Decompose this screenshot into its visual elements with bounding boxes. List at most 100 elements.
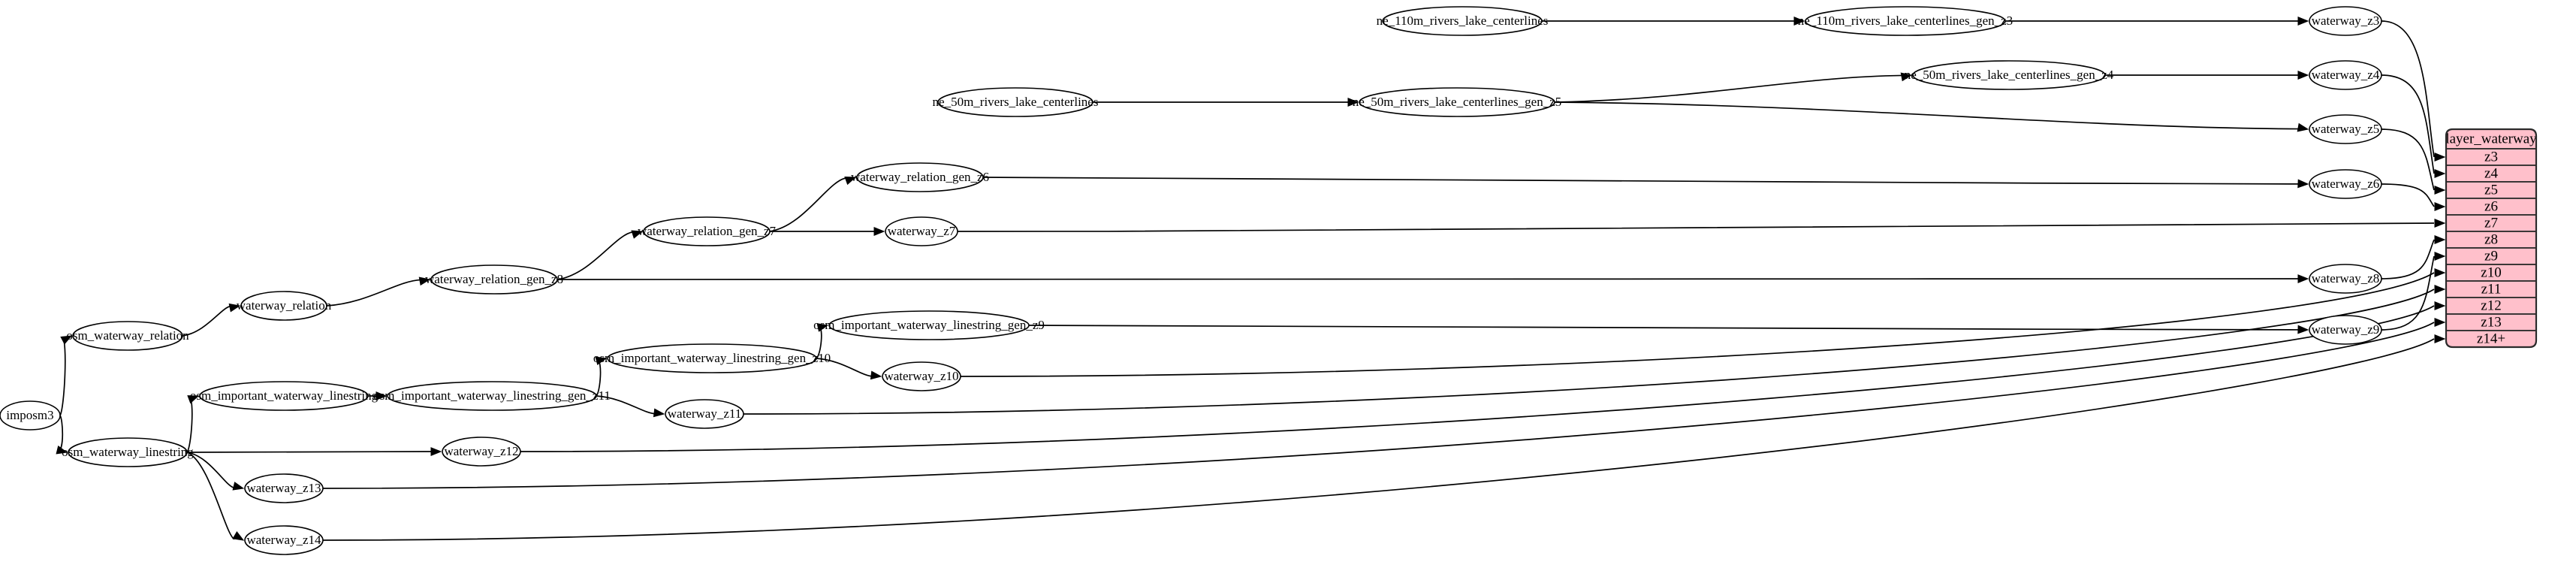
node-osm_waterway_relation[interactable]: osm_waterway_relation xyxy=(66,321,189,351)
node-shape xyxy=(665,399,744,429)
node-shape xyxy=(387,381,597,411)
node-imposm3[interactable]: imposm3 xyxy=(0,400,61,431)
edge-waterway_z6-to-layer_waterway-z6 xyxy=(2381,183,2435,207)
edge-arrowhead xyxy=(232,482,245,491)
edge-arrowhead xyxy=(844,176,857,186)
node-osm_important_waterway_linestring_gen_z11[interactable]: osm_important_waterway_linestring_gen_z1… xyxy=(373,381,611,411)
edge-waterway_z14-to-layer_waterway-z14+ xyxy=(322,338,2435,541)
edge-arrowhead xyxy=(187,395,200,404)
node-waterway_z10[interactable]: waterway_z10 xyxy=(882,361,961,391)
node-osm_important_waterway_linestring_gen_z10[interactable]: osm_important_waterway_linestring_gen_z1… xyxy=(593,343,831,373)
node-shape xyxy=(72,321,183,351)
node-shape xyxy=(607,343,817,373)
node-shape xyxy=(199,381,369,411)
edge-imposm3-to-osm_waterway_relation xyxy=(59,336,66,416)
record-row-z9[interactable] xyxy=(2445,247,2537,265)
record-row-z5[interactable] xyxy=(2445,181,2537,199)
record-header-cell xyxy=(2445,128,2537,150)
edge-ne_50m_rivers_lake_centerlines_gen_z5-to-waterway_z5 xyxy=(1554,101,2300,130)
record-row-z13[interactable] xyxy=(2445,313,2537,331)
node-ne_110m_rivers_lake_centerlines_gen_z3[interactable]: ne_110m_rivers_lake_centerlines_gen_z3 xyxy=(1798,6,2013,36)
record-row-z3[interactable] xyxy=(2445,148,2537,166)
node-osm_important_waterway_linestring_gen_z9[interactable]: osm_important_waterway_linestring_gen_z9 xyxy=(813,310,1045,340)
node-waterway_z14[interactable]: waterway_z14 xyxy=(244,525,324,555)
record-row-z11[interactable] xyxy=(2445,280,2537,298)
record-outline xyxy=(2445,128,2538,349)
edge-arrowhead xyxy=(653,408,665,418)
node-waterway_z12[interactable]: waterway_z12 xyxy=(442,437,521,467)
edge-arrowhead xyxy=(418,276,431,286)
node-waterway_relation_gen_z8[interactable]: waterway_relation_gen_z8 xyxy=(425,264,563,295)
edge-arrowhead xyxy=(1347,98,1359,107)
node-waterway_z7[interactable]: waterway_z7 xyxy=(885,216,958,246)
edge-arrowhead xyxy=(2434,202,2446,211)
node-shape xyxy=(68,437,188,467)
node-osm_important_waterway_linestring[interactable]: osm_important_waterway_linestring xyxy=(190,381,379,411)
node-ne_50m_rivers_lake_centerlines[interactable]: ne_50m_rivers_lake_centerlines xyxy=(933,87,1099,117)
node-waterway_z5[interactable]: waterway_z5 xyxy=(2309,114,2382,144)
node-shape xyxy=(643,216,771,246)
edge-arrowhead xyxy=(631,230,644,239)
edge-waterway_z10-to-layer_waterway-z10 xyxy=(960,272,2435,377)
node-shape xyxy=(244,525,324,555)
edge-arrowhead xyxy=(2434,186,2446,195)
edge-arrowhead xyxy=(430,447,442,457)
node-shape xyxy=(240,291,327,321)
node-waterway_z8[interactable]: waterway_z8 xyxy=(2309,264,2382,294)
edge-osm_waterway_linestring-to-osm_important_waterway_linestring xyxy=(186,396,193,453)
node-waterway_relation_gen_z6[interactable]: waterway_relation_gen_z6 xyxy=(851,162,989,192)
node-shape xyxy=(2309,315,2382,345)
node-shape xyxy=(856,162,984,192)
edge-waterway_relation_gen_z7-to-waterway_relation_gen_z6 xyxy=(769,177,847,232)
edge-arrowhead xyxy=(2434,318,2446,327)
node-waterway_z6[interactable]: waterway_z6 xyxy=(2309,169,2382,199)
edge-waterway_z9-to-layer_waterway-z9 xyxy=(2381,255,2435,331)
record-row-z7[interactable] xyxy=(2445,214,2537,232)
node-osm_waterway_linestring[interactable]: osm_waterway_linestring xyxy=(62,437,194,467)
node-shape xyxy=(1912,60,2106,90)
edge-waterway_z13-to-layer_waterway-z13 xyxy=(322,322,2435,489)
node-waterway_z9[interactable]: waterway_z9 xyxy=(2309,315,2382,345)
edge-arrowhead xyxy=(2297,274,2309,284)
node-shape xyxy=(1382,6,1543,36)
edge-arrowhead xyxy=(228,303,241,313)
edge-waterway_z7-to-layer_waterway-z7 xyxy=(957,222,2435,232)
edge-arrowhead xyxy=(2297,71,2309,80)
edge-waterway_z8-to-layer_waterway-z8 xyxy=(2381,239,2435,279)
record-row-z8[interactable] xyxy=(2445,231,2537,249)
node-waterway_relation_gen_z7[interactable]: waterway_relation_gen_z7 xyxy=(638,216,777,246)
edge-waterway_z11-to-layer_waterway-z11 xyxy=(743,289,2435,415)
edge-osm_waterway_linestring-to-waterway_z14 xyxy=(186,452,235,540)
node-waterway_z11[interactable]: waterway_z11 xyxy=(665,399,744,429)
node-shape xyxy=(2309,6,2382,36)
edge-arrowhead xyxy=(2434,334,2446,343)
edges-layer xyxy=(56,17,2446,541)
node-ne_50m_rivers_lake_centerlines_gen_z5[interactable]: ne_50m_rivers_lake_centerlines_gen_z5 xyxy=(1353,87,1562,117)
node-waterway_z4[interactable]: waterway_z4 xyxy=(2309,60,2382,90)
node-shape xyxy=(882,361,961,391)
edge-osm_waterway_linestring-to-waterway_z13 xyxy=(186,452,235,489)
node-shape xyxy=(1805,6,2006,36)
edge-osm_important_waterway_linestring_gen_z10-to-waterway_z10 xyxy=(816,358,873,377)
record-node-layer: layer_waterwayz3z4z5z6z7z8z9z10z11z12z13… xyxy=(2445,128,2538,349)
record-row-z14+[interactable] xyxy=(2445,330,2537,348)
record-row-z10[interactable] xyxy=(2445,264,2537,282)
node-waterway_z13[interactable]: waterway_z13 xyxy=(244,473,324,503)
edge-osm_important_waterway_linestring_gen_z11-to-osm_important_waterway_linestring_gen_z10 xyxy=(596,358,602,397)
edge-arrowhead xyxy=(56,446,68,455)
edge-arrowhead xyxy=(60,335,73,345)
node-waterway_relation[interactable]: waterway_relation xyxy=(237,291,332,321)
edge-waterway_relation-to-waterway_relation_gen_z8 xyxy=(326,279,421,307)
edge-osm_important_waterway_linestring_gen_z9-to-waterway_z9 xyxy=(1028,325,2300,331)
node-waterway_z3[interactable]: waterway_z3 xyxy=(2309,6,2382,36)
node-ne_50m_rivers_lake_centerlines_gen_z4[interactable]: ne_50m_rivers_lake_centerlines_gen_z4 xyxy=(1905,60,2114,90)
edge-arrowhead xyxy=(2297,325,2309,334)
node-shape xyxy=(937,87,1093,117)
record-row-z4[interactable] xyxy=(2445,165,2537,183)
record-row-z12[interactable] xyxy=(2445,297,2537,315)
node-ne_110m_rivers_lake_centerlines[interactable]: ne_110m_rivers_lake_centerlines xyxy=(1377,6,1549,36)
record-row-z6[interactable] xyxy=(2445,198,2537,216)
edge-arrowhead xyxy=(873,227,885,236)
edge-waterway_relation_gen_z6-to-waterway_z6 xyxy=(982,177,2300,185)
